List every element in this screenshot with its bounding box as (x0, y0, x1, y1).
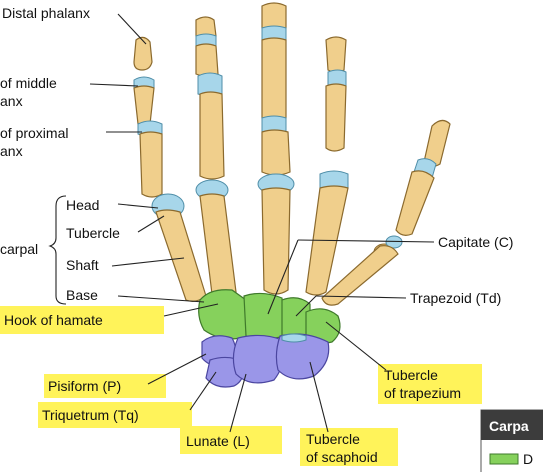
label-pisiform: Pisiform (P) (48, 378, 121, 394)
carpal-bones (198, 289, 341, 388)
label-lunate: Lunate (L) (186, 433, 250, 449)
label-highlights (0, 306, 482, 466)
label-hook-of-hamate: Hook of hamate (4, 312, 103, 328)
lunate-bone (232, 334, 285, 384)
label-tubercle-trapezium-line2: of trapezium (384, 385, 461, 401)
label-proximal-phalanx-line1: of proximal (0, 125, 68, 141)
label-triquetrum: Triquetrum (Tq) (42, 407, 139, 423)
legend-swatch-distal (489, 453, 519, 465)
label-shaft: Shaft (66, 257, 99, 273)
label-tubercle-trapezium-line1: Tubercle (384, 367, 438, 383)
leader-lines (48, 13, 435, 433)
label-capitate: Capitate (C) (438, 234, 513, 250)
label-trapezoid: Trapezoid (Td) (410, 290, 501, 306)
hand-skeleton (133, 2, 451, 306)
label-proximal-phalanx-line2: anx (0, 143, 23, 159)
label-tubercle-scaphoid-line2: of scaphoid (306, 449, 378, 465)
thumb (321, 119, 451, 306)
legend-title: Carpa (489, 418, 529, 434)
middle-finger (257, 2, 295, 295)
label-middle-phalanx-line1: of middle (0, 75, 57, 91)
hamate-bone (198, 289, 249, 340)
ring-finger (195, 16, 237, 298)
index-finger (305, 36, 349, 296)
little-finger (133, 36, 207, 302)
label-distal-phalanx: Distal phalanx (2, 5, 90, 21)
legend-item-label: D (523, 451, 533, 467)
label-head: Head (66, 197, 99, 213)
label-base: Base (66, 287, 98, 303)
label-carpal: carpal (0, 241, 38, 257)
label-middle-phalanx-line2: anx (0, 93, 23, 109)
label-tubercle-scaphoid-line1: Tubercle (306, 431, 360, 447)
label-tubercle: Tubercle (66, 225, 120, 241)
capitate-bone (243, 292, 285, 340)
labels: Distal phalanx of middle anx of proximal… (0, 5, 513, 465)
legend: Carpa D (480, 409, 543, 472)
